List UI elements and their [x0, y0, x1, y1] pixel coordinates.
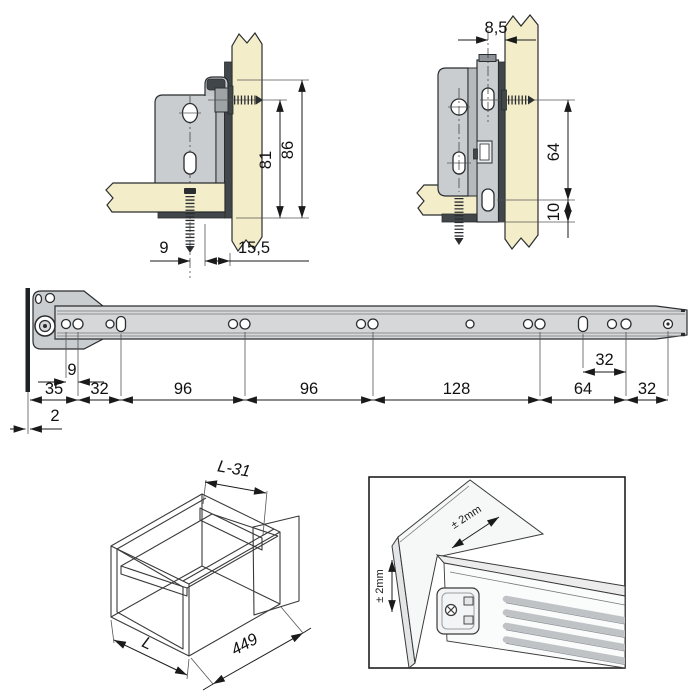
front-bracket [436, 587, 480, 635]
tolerance-vertical: ± 2mm [374, 560, 396, 612]
inset-content: ± 2mm ± 2mm [374, 479, 625, 668]
dim-seg-64: 64 [574, 380, 592, 398]
dim-seg-96a: 96 [174, 380, 192, 398]
dim-rail-9-label: 9 [67, 361, 76, 379]
dimension-85: 8,5 [458, 19, 536, 122]
dim-l31-label: L-31 [216, 457, 252, 480]
front-edge-bar [25, 288, 30, 392]
dimension-449: 449 [190, 606, 312, 691]
dim-155-label: 15,5 [238, 239, 270, 257]
tolerance-inset: ± 2mm ± 2mm [368, 476, 626, 669]
rail-slats [502, 595, 625, 666]
bracket-top-tab [478, 54, 497, 62]
vertical-screw-right [454, 198, 464, 245]
dimension-rail-2: 2 [10, 407, 62, 433]
dimension-l: L [110, 619, 190, 680]
dim-86-label: 86 [279, 141, 297, 159]
wood-drawer-bottom [105, 182, 226, 213]
latch-clip [473, 140, 493, 164]
dimension-9-155: 9 15,5 [150, 224, 309, 266]
dim-2-label: 2 [50, 407, 59, 425]
dim-seg-128: 128 [443, 380, 471, 398]
dimension-rail-9: 9 [38, 361, 104, 386]
horizontal-screw [208, 95, 287, 105]
rail-elevation-view: 9 35 32 96 96 128 64 32 32 [10, 288, 688, 434]
roller-wheel [34, 315, 56, 337]
drawer-wireframe [110, 493, 300, 657]
dim-449-label: 449 [228, 630, 261, 659]
plate-hole-round [44, 292, 56, 304]
dim-9-label: 9 [159, 239, 168, 257]
side-bracket-edge [467, 67, 478, 197]
dimension-l31: L-31 [202, 457, 268, 536]
rail-top-band [435, 554, 625, 597]
wood-side-panel [504, 14, 539, 250]
dim-seg-32b: 32 [638, 380, 656, 398]
dim-10-label: 10 [545, 203, 563, 221]
dim-upper-32-label: 32 [595, 351, 613, 369]
dim-seg-35: 35 [45, 380, 63, 398]
drawer-box-isometric: L-31 L 449 [110, 457, 312, 691]
dim-l-label: L [139, 633, 155, 653]
rail-plate-edge-right [498, 61, 506, 223]
dim-85-label: 8,5 [485, 19, 508, 37]
dim-seg-32: 32 [90, 380, 108, 398]
side-bracket-body [437, 67, 469, 197]
vertical-screw [184, 188, 196, 253]
front-bracket-right-view: 8,5 64 10 [416, 14, 575, 250]
dim-81-label: 81 [257, 151, 275, 169]
dimension-rail-chain: 35 32 96 96 128 64 32 [29, 380, 668, 404]
rail-extension-lines [27, 331, 669, 434]
dimension-rail-upper-32: 32 [583, 351, 626, 376]
tolerance-vertical-label: ± 2mm [374, 569, 386, 603]
rail-mounting-holes [60, 315, 674, 333]
dimension-64: 64 [497, 100, 575, 201]
bracket-slot [183, 151, 197, 175]
dim-64-label: 64 [545, 143, 563, 161]
plate-hole-small [34, 293, 43, 305]
rear-bracket-left-view: 86 81 9 15,5 [105, 31, 309, 278]
dimension-81: 81 [257, 100, 284, 218]
wood-back-panel [231, 31, 263, 253]
horizontal-screw-right [480, 89, 575, 111]
dim-seg-96b: 96 [300, 380, 318, 398]
plate-slot-bottom [481, 188, 495, 212]
dimension-10: 10 [497, 200, 575, 238]
